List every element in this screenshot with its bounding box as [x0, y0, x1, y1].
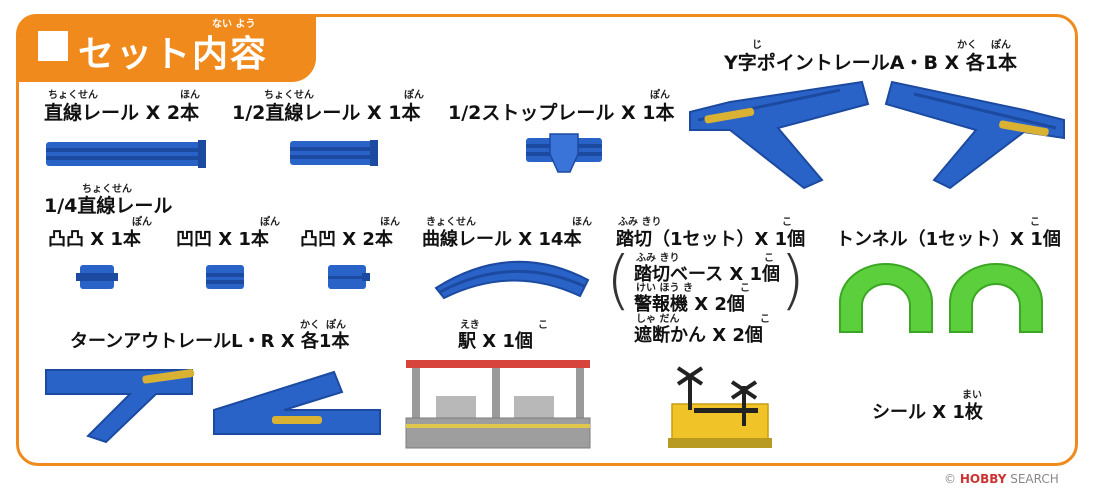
- content-frame: [16, 14, 1078, 466]
- gate-label: 遮断かん X 2個: [634, 325, 763, 346]
- y-point-rail-a-image: [689, 80, 870, 190]
- straight-ruby-2: ほん: [180, 90, 200, 101]
- quarter-rail-b-image: [206, 265, 244, 289]
- curve-ruby-1: きょくせん: [426, 217, 476, 228]
- copyright-icon: ©: [944, 472, 956, 486]
- half-straight-ruby-1: ちょくせん: [264, 90, 314, 101]
- sticker-ruby: まい: [962, 390, 982, 401]
- q-b-ruby: ぽん: [260, 217, 280, 228]
- alarm-ruby-2: こ: [740, 283, 750, 294]
- left-paren: (: [606, 244, 631, 318]
- tunnel-ruby: こ: [1030, 217, 1040, 228]
- half-stop-rail-image: [526, 133, 602, 173]
- crossing-base-label: 踏切ベース X 1個: [634, 264, 781, 285]
- turnout-ruby-2: ぽん: [326, 320, 346, 331]
- straight-rail-image: [46, 140, 206, 168]
- square-icon: [38, 31, 68, 61]
- y-point-ruby-1: じ: [752, 40, 762, 51]
- alarm-ruby-1: けい ほう き: [636, 283, 693, 294]
- station-ruby-2: こ: [538, 320, 548, 331]
- crossing-ruby-2: こ: [782, 217, 792, 228]
- sticker-label: シール X 1枚: [872, 402, 983, 423]
- page-title: セット内容: [78, 34, 269, 75]
- quarter-rail-c-image: [328, 265, 370, 289]
- q-a-label: 凸凸 X 1本: [48, 229, 141, 250]
- crossing-label: 踏切（1セット）X 1個: [616, 229, 806, 250]
- crossing-base-ruby-1: ふみ きり: [636, 253, 680, 264]
- tunnel-left-image: [839, 263, 933, 333]
- half-stop-label: 1/2ストップレール X 1本: [448, 102, 675, 124]
- watermark: © HOBBY SEARCH: [944, 472, 1059, 486]
- title-ruby: ない よう: [212, 19, 256, 30]
- half-stop-ruby: ぽん: [650, 90, 670, 101]
- crossing-ruby-1: ふみ きり: [618, 217, 662, 228]
- q-c-ruby: ほん: [380, 217, 400, 228]
- half-straight-label: 1/2直線レール X 1本: [232, 102, 421, 124]
- curve-ruby-2: ほん: [572, 217, 592, 228]
- half-straight-ruby-2: ぽん: [404, 90, 424, 101]
- y-point-label: Y字ポイントレールA・B X 各1本: [724, 52, 1018, 74]
- station-label: 駅 X 1個: [458, 331, 533, 352]
- straight-ruby-1: ちょくせん: [48, 90, 98, 101]
- watermark-rest: SEARCH: [1010, 472, 1059, 486]
- gate-ruby-2: こ: [760, 314, 770, 325]
- straight-label: 直線レール X 2本: [44, 102, 200, 124]
- quarter-label: 1/4直線レール: [44, 195, 173, 217]
- station-image: [405, 360, 591, 449]
- y-point-ruby-2: かく: [957, 40, 977, 51]
- gate-ruby-1: しゃ だん: [636, 314, 680, 325]
- turnout-label: ターンアウトレールL・R X 各1本: [70, 331, 350, 352]
- watermark-brand: HOBBY: [959, 472, 1007, 486]
- crossing-image: [668, 366, 772, 448]
- quarter-ruby: ちょくせん: [82, 184, 132, 195]
- y-point-ruby-3: ぽん: [991, 40, 1011, 51]
- alarm-label: 警報機 X 2個: [634, 294, 745, 315]
- station-ruby-1: えき: [460, 320, 480, 331]
- turnout-rail-l-image: [45, 369, 195, 444]
- quarter-rail-a-image: [76, 265, 118, 289]
- turnout-ruby-1: かく: [300, 320, 320, 331]
- tunnel-right-image: [949, 263, 1043, 333]
- crossing-base-ruby-2: こ: [764, 253, 774, 264]
- q-c-label: 凸凹 X 2本: [300, 229, 393, 250]
- half-straight-rail-image: [290, 140, 378, 166]
- right-paren: ): [780, 244, 805, 318]
- curve-label: 曲線レール X 14本: [422, 229, 582, 250]
- curve-rail-image: [434, 260, 590, 300]
- y-point-rail-b-image: [884, 80, 1065, 190]
- tunnel-label: トンネル（1セット）X 1個: [836, 229, 1061, 250]
- q-a-ruby: ぽん: [132, 217, 152, 228]
- turnout-rail-r-image: [213, 370, 381, 435]
- q-b-label: 凹凹 X 1本: [176, 229, 269, 250]
